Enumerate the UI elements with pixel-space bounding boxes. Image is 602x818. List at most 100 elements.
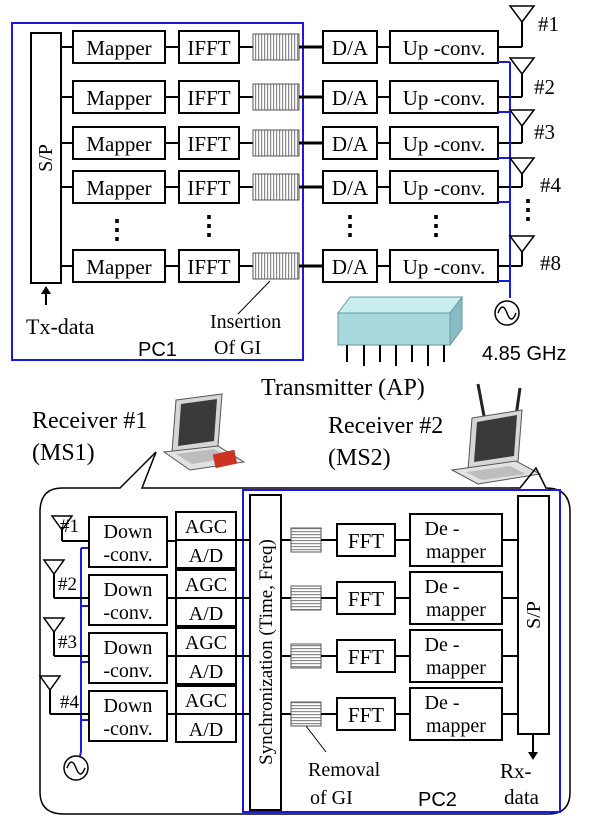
tx-upconv-label: Up -conv.: [403, 86, 486, 110]
tx-ellipsis: ⋮: [196, 211, 222, 240]
tx-mapper-label: Mapper: [86, 176, 151, 200]
tx-antenna-3: #3: [508, 109, 555, 144]
rx-gi-removal-block: [290, 643, 322, 669]
tx-ellipsis-row: ⋮ ⋮ ⋮ ⋮ ⋮: [104, 195, 541, 244]
tx-upconv-block: [389, 249, 499, 283]
tx-data-label: Tx-data: [26, 314, 95, 339]
laptop-ms1-icon: [162, 393, 246, 471]
rx-downconv-block: [88, 574, 168, 626]
gi-insertion-leader: [237, 280, 271, 315]
tx-row-8: Mapper IFFT D/A Up -conv.: [61, 249, 522, 283]
rx-ad-label: A/D: [189, 661, 223, 683]
pc2-boundary: [242, 489, 561, 813]
tx-gi-insertion-block: [252, 33, 300, 61]
rx-demapper-block: [409, 687, 503, 741]
rx-antenna-label: #4: [60, 692, 80, 713]
receivers-header: Receiver #1 (MS1) Receiver #2 (MS2): [32, 383, 542, 485]
receiver1-label-line2: (MS1): [32, 440, 95, 466]
rx-downconv-label-line1: Down: [104, 695, 153, 717]
rx-demapper-block: [409, 571, 503, 625]
antenna-icon: [508, 235, 536, 254]
rx-row-4: #4 Down -conv. AGC A/D FFT De - mapper: [38, 675, 518, 743]
tx-mapper-label: Mapper: [86, 132, 151, 156]
tx-upconv-block: [389, 126, 499, 160]
rx-agc-label: AGC: [185, 690, 227, 712]
tx-ellipsis: ⋮: [423, 211, 449, 240]
tx-row-4: Mapper IFFT D/A Up -conv.: [61, 170, 522, 204]
receiver-section: Synchronization (Time, Freq) S/P Rx- dat…: [38, 451, 571, 815]
rx-demapper-label-line2: mapper: [426, 657, 486, 679]
rx-downconv-label-line1: Down: [104, 521, 153, 543]
tx-gi-insertion-block: [252, 83, 300, 111]
rx-ad-label: A/D: [189, 603, 223, 625]
tx-ifft-label: IFFT: [187, 255, 230, 279]
pc1-label: PC1: [138, 339, 177, 361]
tx-antenna-label: #1: [538, 12, 559, 36]
rx-downconv-label-line2: -conv.: [103, 660, 152, 682]
tx-gi-insertion-block: [252, 252, 300, 280]
rx-demapper-label-line1: De -: [425, 576, 460, 598]
gi-removal-label-line1: Removal: [308, 759, 381, 781]
rx-data-label-line2: data: [504, 785, 540, 809]
rx-gi-removal-block: [290, 527, 322, 553]
receiver2-label-line1: Receiver #2: [328, 413, 443, 439]
tx-mapper-block: [72, 170, 166, 204]
tx-antenna-4: #4: [508, 157, 562, 197]
tx-antenna-2: #2: [508, 57, 555, 99]
rx-downconv-label-line2: -conv.: [103, 718, 152, 740]
rx-demapper-label-line2: mapper: [426, 715, 486, 737]
tx-da-label: D/A: [332, 255, 369, 279]
rx-fft-label: FFT: [348, 645, 384, 669]
tx-antenna-label: #8: [540, 251, 561, 275]
rx-ad-label: A/D: [189, 719, 223, 741]
rx-fft-block: [336, 581, 396, 615]
tx-antenna-label: #4: [540, 173, 562, 197]
tx-ellipsis: ⋮: [515, 195, 541, 224]
gi-removal-label-line2: of GI: [310, 787, 353, 809]
rx-row-3: #3 Down -conv. AGC A/D FFT De - mapper: [42, 617, 518, 685]
rx-demapper-block: [409, 629, 503, 683]
rx-data-arrowhead: [528, 752, 538, 760]
ap-label: Transmitter (AP): [261, 375, 425, 401]
transmitter-section: S/P Tx-data Mapper IFFT D/A Up -conv.: [11, 5, 566, 401]
tx-ellipsis: ⋮: [337, 211, 363, 240]
sync-block: [249, 494, 282, 811]
rx-fft-label: FFT: [348, 587, 384, 611]
antenna-icon: [508, 157, 536, 176]
rx-fft-label: FFT: [348, 529, 384, 553]
rx-sp-label: S/P: [523, 601, 545, 629]
tx-upconv-block: [389, 80, 499, 114]
rx-agc-label: AGC: [185, 632, 227, 654]
tx-data-arrowhead: [41, 286, 51, 294]
rx-agc-label: AGC: [185, 574, 227, 596]
rx-downconv-label-line2: -conv.: [103, 602, 152, 624]
rx-fft-block: [336, 639, 396, 673]
rx-demapper-block: [409, 513, 503, 567]
rx-antenna-label: #1: [60, 516, 79, 537]
tx-lo-frequency: 4.85 GHz: [482, 343, 566, 365]
tx-mapper-block: [72, 80, 166, 114]
rx-demapper-label-line2: mapper: [426, 541, 486, 563]
pc1-boundary: [11, 22, 304, 361]
tx-mapper-block: [72, 126, 166, 160]
tx-ifft-block: [178, 80, 240, 114]
antenna-icon: [508, 5, 536, 24]
rx-sp-block: [517, 495, 550, 735]
rx-downconv-block: [88, 690, 168, 742]
rx-fft-label: FFT: [348, 703, 384, 727]
tx-ellipsis: ⋮: [104, 215, 130, 244]
rx-fft-block: [336, 523, 396, 557]
tx-row-2: Mapper IFFT D/A Up -conv.: [61, 80, 522, 114]
tx-da-label: D/A: [332, 86, 369, 110]
rx-row-1: #1 Down -conv. AGC A/D FFT De - mapper: [50, 511, 518, 569]
laptop-ms2-icon: [450, 383, 542, 485]
antenna-icon: [508, 57, 536, 76]
tx-antenna-label: #3: [534, 120, 555, 144]
sync-label: Synchronization (Time, Freq): [256, 539, 277, 765]
rx-data-label-line1: Rx-: [500, 759, 532, 783]
rx-row-2: #2 Down -conv. AGC A/D FFT De - mapper: [42, 559, 518, 627]
antenna-icon: [50, 515, 74, 532]
rx-downconv-block: [88, 632, 168, 684]
tx-upconv-label: Up -conv.: [403, 36, 486, 60]
